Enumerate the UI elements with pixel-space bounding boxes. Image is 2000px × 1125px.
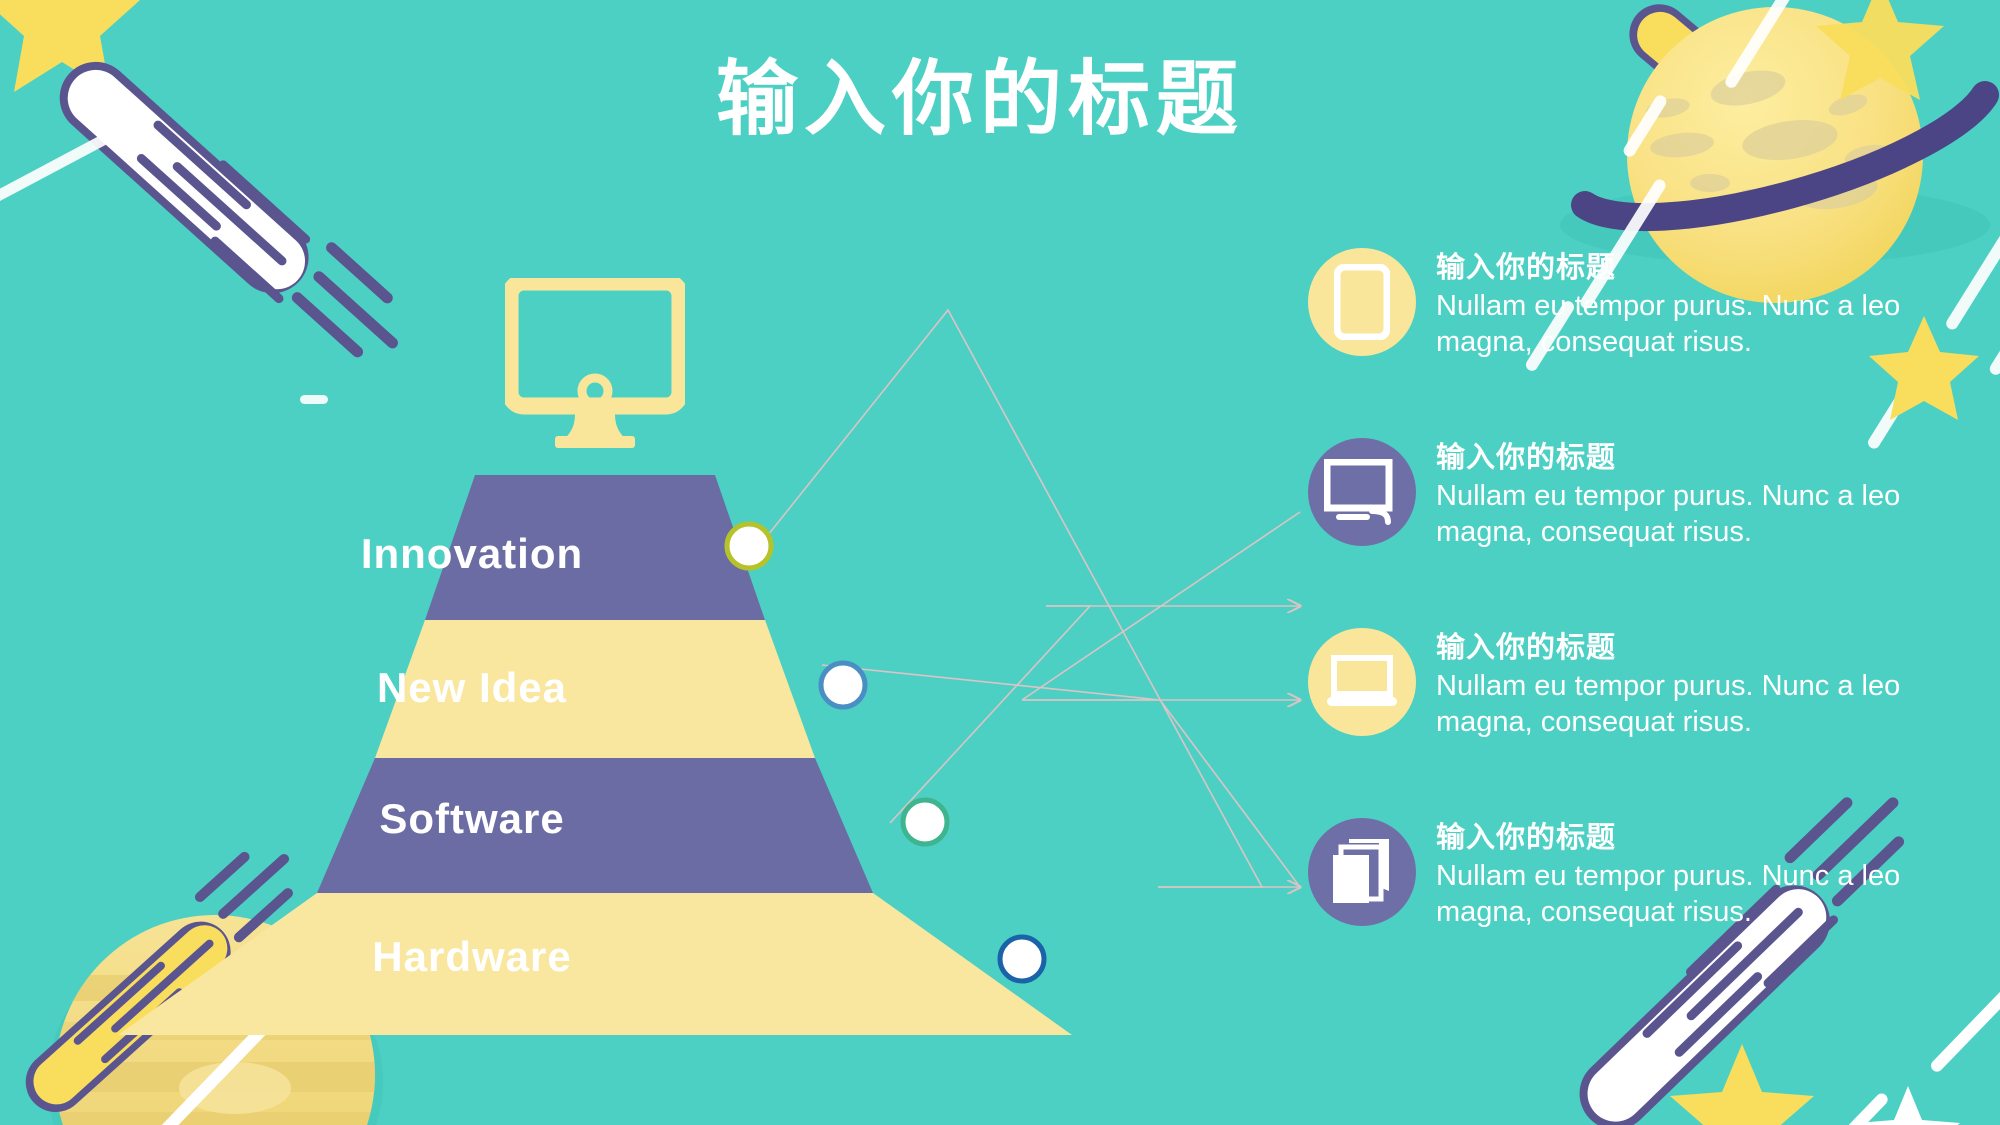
pyramid-tiers bbox=[118, 475, 1072, 1035]
info-text-1: 输入你的标题 Nullam eu tempor purus. Nunc a le… bbox=[1436, 250, 1936, 360]
pyramid-connector-dots bbox=[724, 521, 1047, 984]
info-item-title-2: 输入你的标题 bbox=[1436, 442, 1617, 474]
info-item-body-4: Nullam eu tempor purus. Nunc a leo magna… bbox=[1436, 860, 1901, 928]
pyramid-tier-label-hardware: Hardware bbox=[372, 933, 572, 980]
pyramid-tier-3[interactable] bbox=[118, 893, 1072, 1035]
pyramid-tier-label-new-idea: New Idea bbox=[376, 664, 568, 711]
connector-line-4 bbox=[1021, 511, 1301, 701]
star-bottom-right-icon bbox=[1670, 1044, 1814, 1125]
info-item-body-3: Nullam eu tempor purus. Nunc a leo magna… bbox=[1436, 670, 1901, 738]
info-item-title-4: 输入你的标题 bbox=[1436, 822, 1617, 854]
icon-circle-3 bbox=[1308, 628, 1416, 736]
comet-yellow-bottom-left-icon bbox=[25, 851, 293, 1113]
info-item-2[interactable]: 输入你的标题 Nullam eu tempor purus. Nunc a le… bbox=[1308, 438, 1968, 588]
pyramid-dot-3[interactable] bbox=[997, 934, 1047, 984]
pyramid-tier-1[interactable] bbox=[375, 620, 815, 758]
pyramid-tier-2[interactable] bbox=[317, 758, 873, 893]
pyramid-tier-label-software: Software bbox=[379, 795, 565, 842]
comet-bottom-right-icon bbox=[1579, 797, 1905, 1125]
info-text-2: 输入你的标题 Nullam eu tempor purus. Nunc a le… bbox=[1436, 440, 1936, 550]
info-item-4[interactable]: 输入你的标题 Nullam eu tempor purus. Nunc a le… bbox=[1308, 818, 1968, 968]
pyramid-tier-label-innovation: Innovation bbox=[360, 530, 584, 577]
streak-left-mid-icon bbox=[300, 395, 328, 404]
info-text-4: 输入你的标题 Nullam eu tempor purus. Nunc a le… bbox=[1436, 820, 1936, 930]
info-item-body-2: Nullam eu tempor purus. Nunc a leo magna… bbox=[1436, 480, 1901, 548]
pyramid-dot-1[interactable] bbox=[818, 660, 868, 710]
icon-circle-4 bbox=[1308, 818, 1416, 926]
icon-circle-2 bbox=[1308, 438, 1416, 546]
info-item-body-1: Nullam eu tempor purus. Nunc a leo magna… bbox=[1436, 290, 1901, 358]
star-mid-right-icon bbox=[1869, 316, 1979, 420]
documents-stack-icon bbox=[1333, 839, 1389, 903]
info-item-title-1: 输入你的标题 bbox=[1436, 252, 1617, 284]
laptop-icon bbox=[1327, 655, 1397, 706]
info-item-1[interactable]: 输入你的标题 Nullam eu tempor purus. Nunc a le… bbox=[1308, 248, 1968, 398]
info-text-3: 输入你的标题 Nullam eu tempor purus. Nunc a le… bbox=[1436, 630, 1936, 740]
page-title: 输入你的标题 bbox=[715, 54, 1244, 145]
desktop-monitor-icon bbox=[505, 278, 685, 448]
streaks-bottom-right-icon bbox=[1828, 960, 2000, 1125]
info-item-title-3: 输入你的标题 bbox=[1436, 632, 1617, 664]
star-white-bottom-right-icon bbox=[1856, 1086, 1960, 1125]
pyramid-tier-0[interactable] bbox=[425, 475, 765, 620]
desktop-monitor-icon bbox=[1324, 459, 1393, 525]
streak-top-left-icon bbox=[0, 122, 131, 209]
tablet-icon bbox=[1334, 264, 1390, 340]
connector-line-5 bbox=[1159, 699, 1301, 888]
pyramid-dot-2[interactable] bbox=[900, 797, 950, 847]
pyramid-dot-0[interactable] bbox=[724, 521, 774, 571]
icon-circle-1 bbox=[1308, 248, 1416, 356]
info-item-3[interactable]: 输入你的标题 Nullam eu tempor purus. Nunc a le… bbox=[1308, 628, 1968, 778]
star-top-right-icon bbox=[1816, 0, 1944, 100]
